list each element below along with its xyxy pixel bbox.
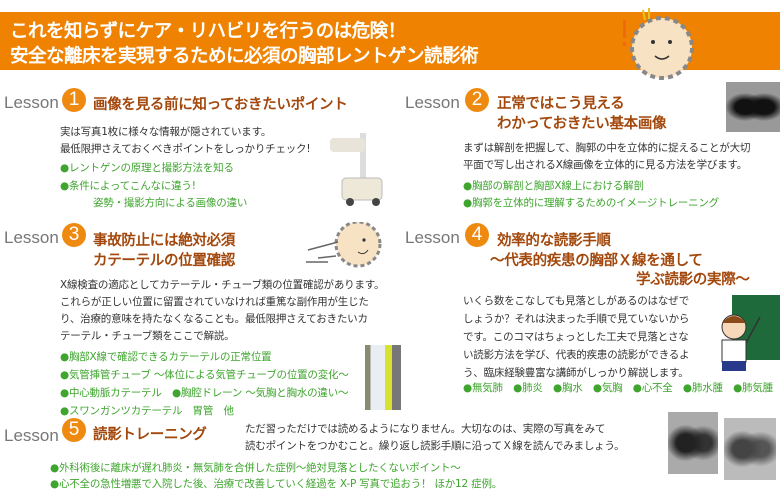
lesson-5-title: 読影トレーニング: [93, 427, 207, 443]
lesson-4-body: です。このコマはちょっとした工夫で見落とさな: [463, 331, 689, 343]
lesson-2-body: まずは解剖を把握して、胸郭の中を立体的に捉えることが大切: [463, 142, 751, 154]
lesson-2-number: 2: [465, 88, 489, 112]
chest-xray-image: [724, 418, 776, 480]
lesson-3-label: Lesson: [4, 228, 59, 247]
lesson-5-body: ただ習っただけでは読めるようになりません。大切なのは、実際の写真をみて: [245, 423, 606, 435]
teacher-illustration-icon: [721, 295, 780, 371]
chest-xray-image: [668, 412, 718, 474]
lesson-3-bullet: ●スワンガンツカテーテル 胃管 他: [60, 405, 234, 417]
lesson-3-bullet: ●胸部X線で確認できるカテーテルの正常位置: [60, 351, 272, 363]
lesson-4-body: いくら数をこなしても見落としがあるのはなぜで: [463, 295, 690, 307]
lesson-3-title: 事故防止には絶対必須: [93, 233, 235, 249]
lesson-4-number: 4: [465, 223, 489, 247]
lesson-5-bullet: ●外科術後に離床が遅れ肺炎・無気肺を合併した症例～絶対見落としたくないポイント～: [50, 462, 461, 474]
lesson-1-body: 実は写真1枚に様々な情報が隠されています。: [60, 126, 272, 138]
lesson-2-body: 平面で写し出されるX線画像を立体的に見る方法を学びます。: [463, 159, 748, 171]
lesson-2-title: 正常ではこう見える: [497, 96, 625, 112]
chest-xray-image: [726, 82, 780, 132]
lesson-4-body: しょうか？それは決まった手順で見ていないから: [463, 313, 690, 325]
lesson-5-label: Lesson: [4, 426, 59, 445]
lesson-2-label: Lesson: [405, 93, 460, 112]
lesson-4-label: Lesson: [405, 228, 460, 247]
lesson-4-title: ～代表的疾患の胸部Ｘ線を通して: [490, 253, 703, 269]
lesson-2-title: わかっておきたい基本画像: [497, 116, 667, 132]
lesson-5-bullet: ●心不全の急性増悪で入院した後、治療で改善していく経過を X-P 写真で追おう！…: [50, 478, 503, 490]
lesson-3-body: テーテル・チューブ類をここで解説。: [60, 330, 235, 342]
lesson-1-bullet: ●レントゲンの原理と撮影方法を知る: [60, 162, 234, 174]
lesson-1-bullet: ●条件によってこんなに違う!: [60, 180, 196, 192]
lesson-4-title: 効率的な読影手順: [497, 233, 611, 249]
lesson-3-bullet: ●気管挿管チューブ ～体位による気管チューブの位置の変化～: [60, 369, 349, 381]
xray-machine-image: [330, 133, 383, 206]
lesson-3-number: 3: [62, 223, 86, 247]
running-gear-mascot-icon: [306, 222, 382, 268]
lesson-4-title: 学ぶ読影の実際～: [636, 272, 750, 288]
lesson-4-body: う、臨床経験豊富な講師がしっかり解説します。: [463, 367, 689, 379]
lesson-5-body: 読むポイントをつかむこと。繰り返し読影手順に沿ってＸ線を読んでみましょう。: [245, 440, 625, 452]
banner-line-1: これを知らずにケア・リハビリを行うのは危険！: [10, 21, 406, 42]
lesson-5-number: 5: [62, 418, 86, 442]
lesson-4-body: い読影方法を学び、代表的疾患の読影ができるよ: [463, 349, 690, 361]
lesson-2-bullet: ●胸郭を立体的に理解するためのイメージトレーニング: [463, 197, 719, 209]
drainage-tube-photo: [365, 345, 401, 410]
lesson-1-title: 画像を見る前に知っておきたいポイント: [93, 97, 348, 113]
lesson-1-body: 最低限押さえておくべきポイントをしっかりチェック!: [60, 143, 311, 155]
lesson-1-bullet: 姿勢・撮影方向による画像の違い: [93, 197, 248, 209]
lesson-3-bullet: ●中心動脈カテーテル ●胸腔ドレーン ～気胸と胸水の違い～: [60, 387, 349, 399]
banner-line-2: 安全な離床を実現するために必須の胸部レントゲン読影術: [10, 46, 479, 67]
lesson-3-body: これらが正しい位置に留置されていなければ重篤な副作用が生じた: [60, 296, 369, 308]
lesson-2-bullet: ●胸部の解剖と胸部X線上における解剖: [463, 180, 644, 192]
lesson-4-bullet: ●無気肺 ●肺炎 ●胸水 ●気胸 ●心不全 ●肺水腫 ●肺気腫 他: [463, 382, 780, 394]
lesson-3-body: り、治療的意味を持たなくなることも。最低限押さえておきたいカ: [60, 313, 368, 325]
gear-mascot-icon: [622, 8, 694, 80]
lesson-3-title: カテーテルの位置確認: [93, 253, 235, 269]
lesson-3-body: X線検査の適応としてカテーテル・チューブ類の位置確認があります。: [60, 279, 385, 291]
lesson-1-number: 1: [62, 88, 86, 112]
lesson-1-label: Lesson: [4, 93, 59, 112]
